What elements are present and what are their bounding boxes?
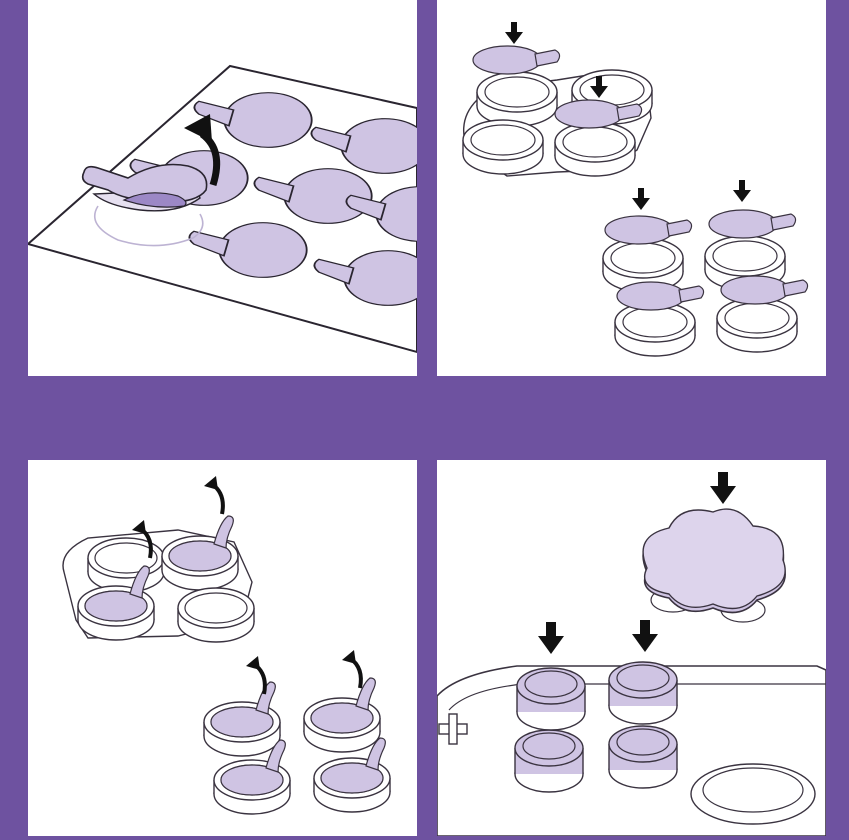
ring-cover-frame: [462, 69, 653, 177]
sticker: [720, 275, 809, 305]
ring-cover: [177, 587, 255, 643]
sticker: [472, 45, 561, 75]
curved-arrow-icon: [340, 648, 363, 690]
down-arrow-icon: [733, 180, 751, 202]
peel-tabs-illustration: [62, 474, 391, 815]
button-cover: [516, 667, 586, 731]
dpad-icon: [438, 713, 468, 745]
sticker-ghost-outline: [93, 205, 204, 247]
button-cover: [608, 661, 678, 725]
sticker: [616, 281, 705, 311]
ring-cover: [462, 119, 544, 175]
down-arrow-icon: [632, 188, 650, 210]
button-cover: [514, 729, 584, 793]
apply-stickers-illustration: [462, 22, 809, 357]
lift-arrow-head-icon: [184, 114, 212, 142]
button-cover: [608, 725, 678, 789]
step-3-panel: [28, 460, 417, 836]
ring-cover: [303, 677, 381, 753]
ring-cover-frame: [62, 515, 255, 643]
curved-arrow-icon: [202, 474, 225, 516]
down-arrow-icon: [505, 22, 523, 44]
sticker-sheet-illustration: [28, 64, 417, 354]
ring-cover: [203, 681, 281, 757]
step-1-panel: [28, 0, 417, 376]
clover-cover: [642, 508, 786, 623]
ring-cover: [476, 71, 558, 127]
peeled-sticker: [81, 163, 208, 212]
install-covers-illustration: [437, 472, 826, 836]
ring-cover: [161, 515, 239, 591]
big-down-arrow-icon: [632, 620, 658, 652]
step-4-panel: [437, 460, 826, 836]
sticker: [708, 209, 797, 239]
sticker: [604, 215, 693, 245]
big-down-arrow-icon: [538, 622, 564, 654]
ring-cover: [716, 297, 798, 353]
step-2-panel: [437, 0, 826, 376]
big-down-arrow-icon: [710, 472, 736, 504]
curved-arrow-icon: [244, 654, 267, 696]
ring-cover: [554, 121, 636, 177]
